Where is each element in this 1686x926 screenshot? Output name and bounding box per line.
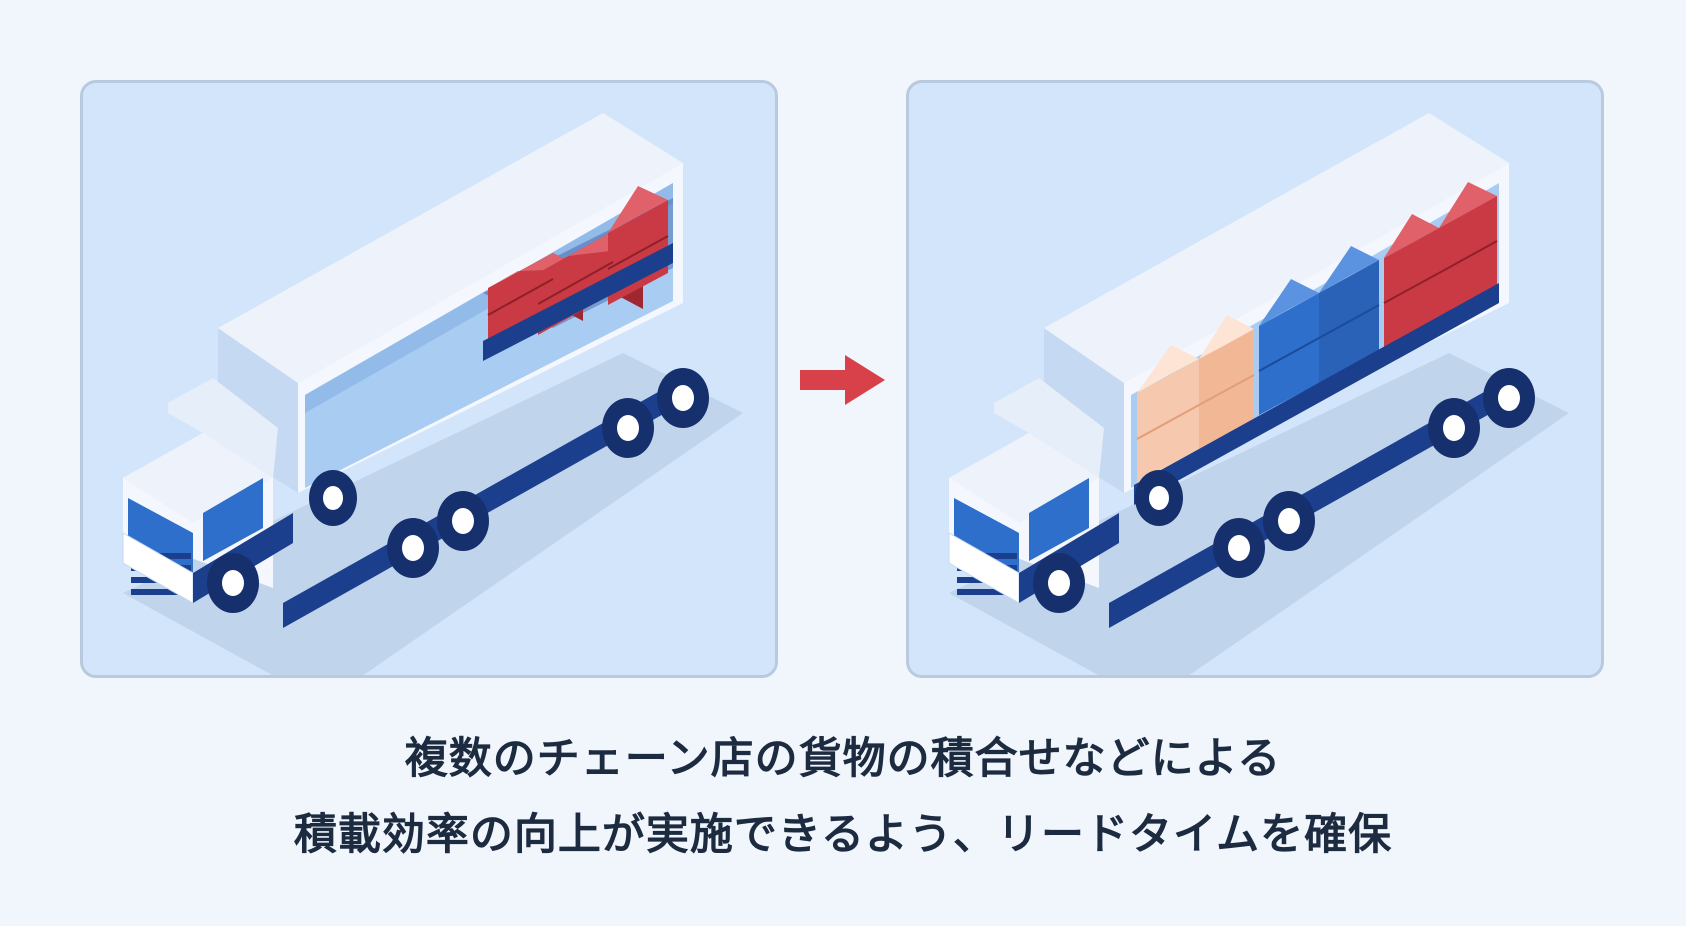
after-panel: [906, 80, 1604, 678]
before-panel: [80, 80, 778, 678]
caption-line-2: 積載効率の向上が実施できるよう、リードタイムを確保: [293, 810, 1393, 860]
truck-partial-load-icon: [122, 113, 743, 675]
caption-line-1: 複数のチェーン店の貨物の積合せなどによる: [404, 734, 1282, 784]
right-arrow-icon: [800, 355, 885, 405]
truck-full-load-icon: [948, 113, 1569, 675]
